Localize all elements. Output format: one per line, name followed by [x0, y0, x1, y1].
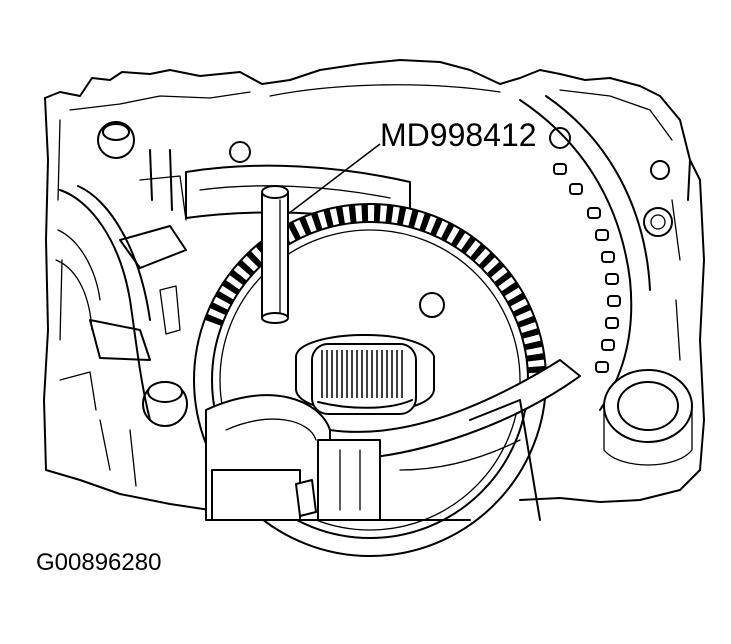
- right-housing-boss: [603, 369, 693, 466]
- hub-splines: [321, 350, 403, 398]
- right-spring-pack: [519, 95, 651, 411]
- transmission-case: [43, 59, 705, 511]
- gear-tooth: [361, 204, 369, 223]
- gear-tooth: [373, 204, 381, 223]
- gear-tooth: [469, 243, 487, 262]
- gear-tooth: [517, 315, 537, 328]
- gear-tooth: [396, 206, 407, 226]
- gear-tooth: [460, 235, 477, 254]
- gear-tooth: [229, 269, 247, 286]
- gear-tooth: [486, 261, 505, 278]
- gear-tooth: [237, 259, 255, 277]
- gear-tooth: [287, 221, 301, 241]
- gear-tooth: [299, 216, 312, 236]
- gear-tooth: [209, 302, 229, 316]
- gear-tooth: [526, 353, 545, 362]
- gear-tooth: [430, 217, 443, 237]
- gear-tooth: [311, 212, 323, 232]
- gear-tooth: [478, 252, 496, 270]
- gear-tooth: [348, 204, 357, 224]
- gear-tooth: [524, 340, 543, 351]
- figure-code-label: G00896280: [36, 549, 161, 576]
- gear-tooth: [323, 208, 334, 228]
- callout-leader-line: [287, 143, 381, 215]
- gear-tooth: [246, 250, 263, 268]
- gear-tooth: [494, 271, 513, 287]
- gear-tooth: [512, 304, 532, 317]
- splined-hub: [295, 334, 435, 415]
- special-tool-pin: [261, 185, 289, 324]
- gear-tooth: [501, 281, 520, 297]
- gear-tooth: [520, 328, 540, 339]
- gear-tooth: [450, 228, 466, 248]
- gear-tooth: [419, 212, 432, 232]
- gear-tooth: [440, 222, 455, 242]
- left-mechanism: [55, 149, 187, 487]
- gear-tooth: [408, 209, 419, 229]
- tool-callout-label: MD998412: [380, 117, 537, 153]
- gear-tooth: [335, 206, 345, 225]
- gear-tooth: [507, 292, 526, 307]
- retaining-bracket: [205, 359, 581, 521]
- gear-tooth: [385, 204, 394, 224]
- gear-tooth: [204, 313, 224, 326]
- case-bolts: [97, 121, 673, 427]
- gear-tooth: [221, 279, 241, 295]
- gear-tooth: [215, 290, 234, 305]
